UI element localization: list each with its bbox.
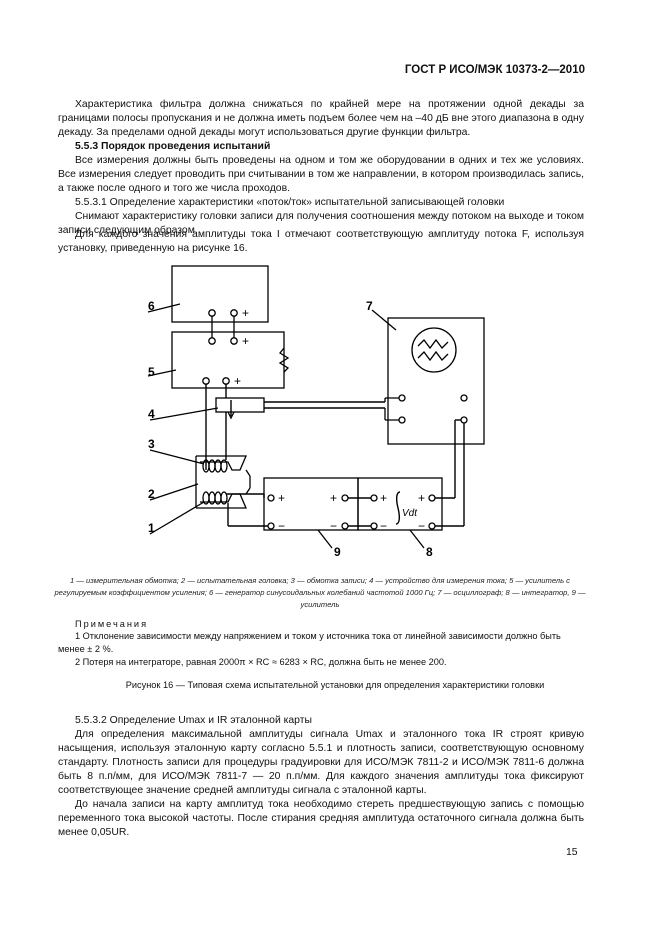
paragraph-measurements: Все измерения должны быть проведены на о… [58,155,584,194]
int-out-plus: + [418,491,425,505]
amplifier-output-plus [222,377,230,385]
paragraph-head-characteristic: Снимают характеристику головки записи дл… [58,211,584,236]
oscilloscope-screen-icon [411,327,457,373]
paragraph-filter: Характеристика фильтра должна снижаться … [58,99,584,138]
paragraph-current-amplitude: Для каждого значения амплитуды тока I от… [58,229,584,254]
note-2: 2 Потеря на интеграторе, равная 2000π × … [75,657,447,667]
label-3: 3 [148,437,155,451]
notes-title: Примечания [75,619,149,629]
label-8: 8 [426,545,433,559]
amp9-in-plus: + [278,491,285,505]
label-9: 9 [334,545,341,559]
section-5-5-3-2-title: 5.5.3.2 Определение Umax и IR эталонной … [75,715,312,726]
label-5: 5 [148,365,155,379]
generator-box [171,265,269,323]
generator-terminal-plus [230,309,238,317]
int-in-plus: + [380,491,387,505]
section-5-5-3-title: 5.5.3 Порядок проведения испытаний [75,141,271,152]
paragraph-saturation-curve: Для определения максимальной амплитуды с… [58,729,584,796]
label-1: 1 [148,521,155,535]
amp9-out-minus: − [330,519,337,533]
amp9-out-plus: + [330,491,337,505]
amplifier-input-plus-sign: + [242,334,249,348]
section-5-5-3-1-title: 5.5.3.1 Определение характеристики «пото… [75,197,505,208]
page-number: 15 [566,847,578,858]
int-in-minus: − [380,519,387,533]
gain-resistor-icon [278,347,290,373]
amplifier-output-plus-sign: + [234,374,241,388]
test-setup-diagram: + + + + − + − [147,265,485,559]
label-4: 4 [148,407,155,421]
integrator-box [357,477,443,531]
amp9-in-minus: − [278,519,285,533]
figure-caption: Рисунок 16 — Типовая схема испытательной… [125,680,545,690]
int-out-minus: − [418,519,425,533]
amplifier-input-minus [208,337,216,345]
integrator-label: Vdt [402,508,418,519]
generator-plus-sign: + [242,306,249,320]
note-1: 1 Отклонение зависимости между напряжени… [58,631,561,654]
figure-legend: 1 — измерительная обмотка; 2 — испытател… [54,576,586,609]
current-probe-box [215,397,265,413]
document-header: ГОСТ Р ИСО/МЭК 10373-2—2010 [404,64,585,76]
measuring-coil-icon [202,491,228,505]
write-coil-icon [202,459,228,473]
amplifier-input-plus [230,337,238,345]
oscilloscope-box [387,317,485,445]
generator-terminal-minus [208,309,216,317]
integral-sign-icon [395,491,401,525]
paragraph-erase: До начала записи на карту амплитуд тока … [58,799,584,838]
label-7: 7 [366,299,373,313]
amplifier-output-minus [202,377,210,385]
label-6: 6 [148,299,155,313]
head-upper-pole [196,455,247,471]
label-2: 2 [148,487,155,501]
